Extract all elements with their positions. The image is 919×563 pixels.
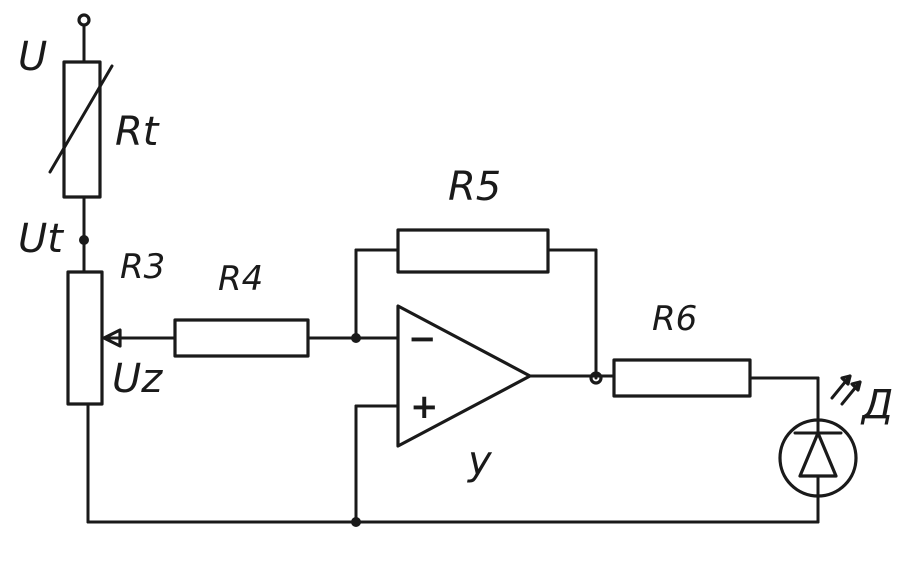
opamp-minus-label: −: [408, 319, 437, 359]
ut-junction: [79, 235, 89, 245]
ut-label: Ut: [18, 216, 64, 262]
r5-label: R5: [448, 164, 501, 210]
r4-label: R4: [218, 259, 263, 299]
opamp: [396, 304, 532, 448]
opamp-label: y: [467, 438, 493, 484]
opamp-plus-label: +: [410, 387, 439, 427]
output-node: [589, 371, 603, 385]
thermistor-label: Rt: [115, 109, 160, 155]
resistor-r6: [612, 358, 752, 398]
potentiometer-r3: [66, 270, 104, 406]
led: [778, 418, 858, 498]
thermistor-rt: [48, 60, 114, 199]
uz-label: Uz: [112, 356, 163, 402]
resistor-r5: [396, 228, 550, 274]
led-label: Д: [860, 382, 893, 428]
r3-label: R3: [120, 247, 165, 287]
supply-label: U: [18, 34, 47, 80]
supply-terminal: [77, 13, 91, 64]
ground-junction: [351, 517, 361, 527]
led-emission-arrows: [830, 374, 862, 406]
resistor-r4: [173, 318, 310, 358]
wiper-arrow: [102, 328, 177, 348]
r6-label: R6: [652, 299, 697, 339]
